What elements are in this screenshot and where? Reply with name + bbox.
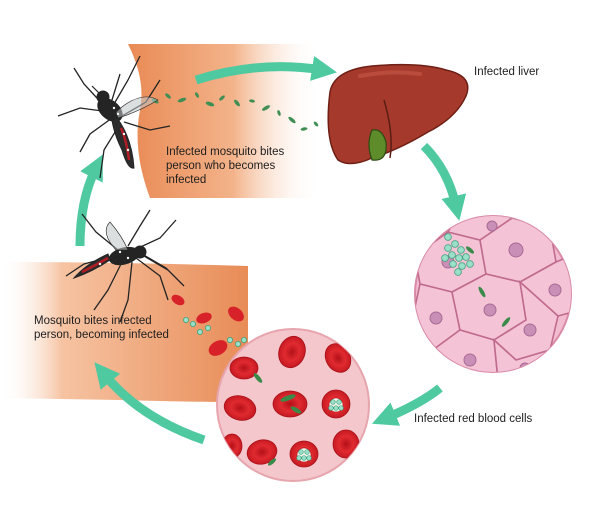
arrow-tissue-to-blood — [372, 384, 443, 426]
arrow-mosquito-to-mosquito — [75, 154, 103, 247]
arrow-blood-to-mosquito — [94, 362, 206, 445]
skin-patch-lower — [0, 262, 248, 402]
label-infected-red-blood-cells: Infected red blood cells — [414, 413, 533, 425]
arrow-mosquito-to-liver — [194, 55, 337, 85]
sporozoite-trail — [151, 92, 319, 131]
liver-tissue-icon — [414, 215, 572, 373]
label-infected-liver: Infected liver — [474, 66, 540, 78]
lower-mosquito-icon — [65, 209, 185, 323]
upper-mosquito-icon — [57, 55, 171, 179]
skin-patch-upper — [128, 44, 320, 198]
blood-cells-icon — [216, 328, 370, 482]
label-mosquito-bites-infected-person: Mosquito bites infected person, becoming… — [34, 315, 169, 341]
merozoite-cluster — [441, 233, 474, 276]
cycle-arrows — [75, 55, 467, 445]
label-mosquito-bites-person: Infected mosquito bites person who becom… — [166, 146, 285, 186]
liver-icon — [327, 63, 469, 165]
arrow-liver-to-tissue — [420, 142, 467, 221]
